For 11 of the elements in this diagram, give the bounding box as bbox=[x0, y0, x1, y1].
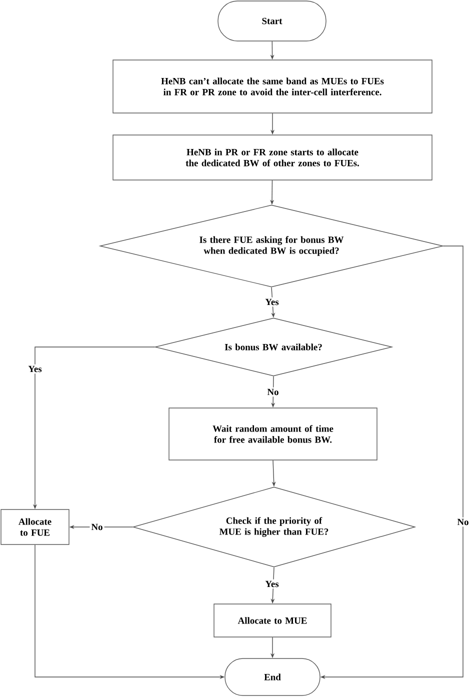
edge-label: Yes bbox=[265, 580, 279, 588]
process-box: HeNB can’t allocate the same band as MUEs to FUEs in FR or PR zone to avoid the inter-cell interference. bbox=[112, 60, 432, 114]
edge-label: Yes bbox=[265, 298, 279, 306]
process-box: Allocate to FUE bbox=[0, 509, 70, 545]
process-box: HeNB in PR or FR zone starts to allocate the dedicated BW of other zones to FUEs. bbox=[112, 134, 432, 180]
edge-label: Yes bbox=[28, 366, 42, 372]
process-box: Wait random amount of time for free available bonus BW. bbox=[168, 408, 378, 460]
edge-label: No bbox=[91, 524, 102, 530]
edge-label: No bbox=[267, 388, 278, 396]
edge-label: No bbox=[457, 518, 468, 526]
process-box: Allocate to MUE bbox=[214, 604, 332, 638]
